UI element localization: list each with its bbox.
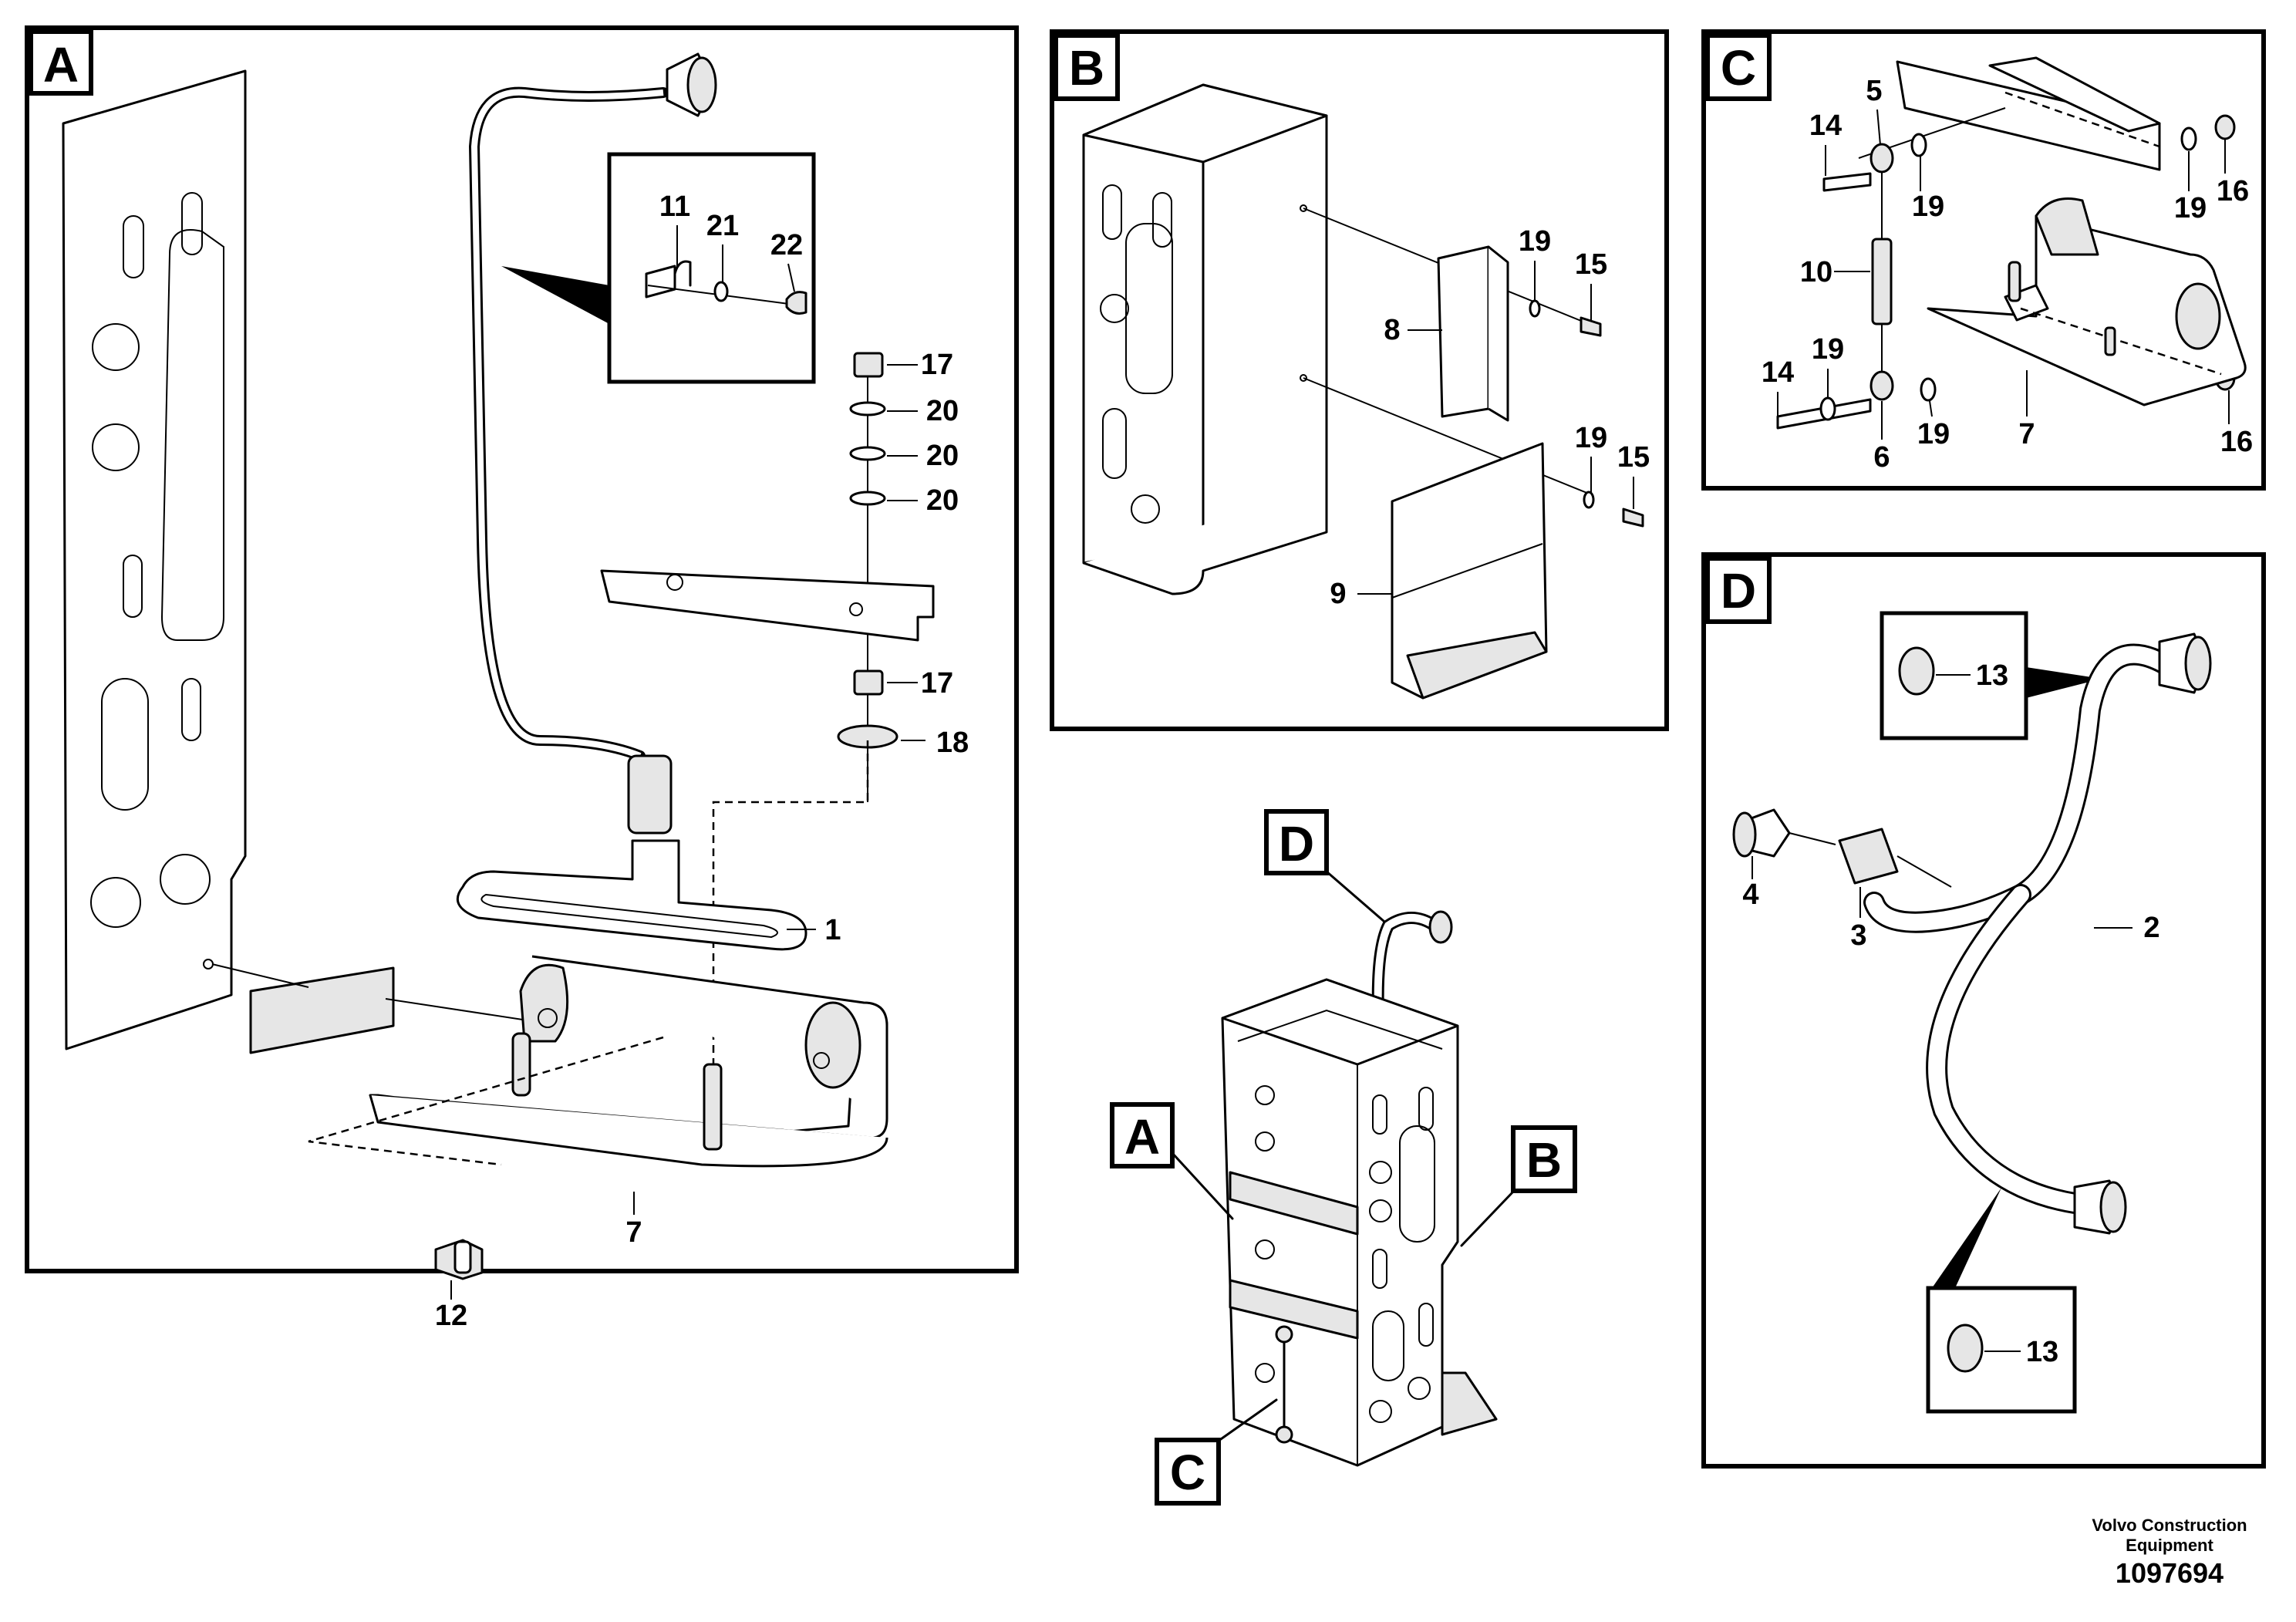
callout-19c: 19 xyxy=(1812,333,1844,366)
panel-d: D 13 2 4 3 xyxy=(1701,552,2266,1469)
tray: 7 xyxy=(308,955,888,1249)
callout-8: 8 xyxy=(1384,314,1400,346)
callout-19a: 19 xyxy=(1912,191,1944,223)
footer-drawing-number: 1097694 xyxy=(2116,1557,2224,1589)
callout-14a: 14 xyxy=(1809,110,1842,142)
overview-assembly xyxy=(1221,910,1498,1467)
svg-text:A: A xyxy=(1124,1109,1160,1165)
callout-5: 5 xyxy=(1866,75,1882,107)
callout-19b: 19 xyxy=(2174,192,2207,224)
callout-3: 3 xyxy=(1850,919,1866,952)
callout-19d: 19 xyxy=(1917,418,1950,450)
callout-20b: 20 xyxy=(926,440,959,472)
housing-b xyxy=(1082,83,1328,595)
heating-element: 1 xyxy=(456,839,841,951)
detail-inset: 11 21 22 xyxy=(501,152,816,384)
callout-15b: 15 xyxy=(1617,441,1650,474)
connector-4 xyxy=(1732,808,1836,858)
panel-d-tag xyxy=(1705,556,1772,624)
callout-16b: 16 xyxy=(2220,426,2253,458)
callout-7: 7 xyxy=(625,1216,642,1249)
callout-17a: 17 xyxy=(921,349,953,381)
bolt-12: 12 xyxy=(434,1239,484,1332)
callout-16a: 16 xyxy=(2217,175,2249,207)
tray-c xyxy=(1927,214,2247,406)
panel-a-tag xyxy=(29,29,93,96)
bracket xyxy=(600,569,935,642)
callout-7: 7 xyxy=(2018,418,2035,450)
callout-6: 6 xyxy=(1873,441,1890,474)
callout-22: 22 xyxy=(770,229,803,261)
callout-10: 10 xyxy=(1800,256,1832,288)
footer-company-line1: Volvo Construction xyxy=(2092,1516,2247,1535)
panel-a-letter: A xyxy=(43,37,79,93)
overview-tag-d: D xyxy=(1264,809,1386,923)
callout-13a: 13 xyxy=(1976,659,2008,692)
callout-19b: 19 xyxy=(1575,422,1607,454)
bracket-8 xyxy=(1437,245,1490,418)
footer: Volvo Construction Equipment 1097694 xyxy=(2092,1516,2247,1589)
callout-17b: 17 xyxy=(921,667,953,700)
back-plate xyxy=(62,69,247,1050)
callout-19a: 19 xyxy=(1519,225,1551,258)
panel-b-letter: B xyxy=(1069,40,1104,96)
callout-20c: 20 xyxy=(926,484,959,517)
pad xyxy=(249,966,395,1054)
callout-18: 18 xyxy=(936,727,969,759)
panel-a: A xyxy=(25,25,1019,1332)
callout-11: 11 xyxy=(659,191,690,223)
callout-1: 1 xyxy=(824,914,841,946)
callout-21: 21 xyxy=(706,210,739,242)
callout-9: 9 xyxy=(1330,578,1346,610)
footer-company-line2: Equipment xyxy=(2126,1536,2213,1555)
svg-text:C: C xyxy=(1170,1445,1205,1500)
panel-c: C 14 5 19 19 16 1 xyxy=(1701,29,2266,491)
panel-b-tag xyxy=(1054,33,1120,101)
callout-15a: 15 xyxy=(1575,248,1607,281)
svg-text:B: B xyxy=(1526,1132,1562,1188)
overview-tag-b: B xyxy=(1460,1125,1577,1247)
callout-20a: 20 xyxy=(926,395,959,427)
svg-text:D: D xyxy=(1279,816,1314,872)
sleeve-3 xyxy=(1838,828,1899,885)
overview-tag-a: A xyxy=(1110,1102,1234,1220)
panel-d-letter: D xyxy=(1721,563,1756,619)
callout-2: 2 xyxy=(2143,912,2159,944)
panel-b: B 8 19 15 9 xyxy=(1050,29,1669,731)
callout-13b: 13 xyxy=(2026,1336,2058,1368)
overview-tag-c: C xyxy=(1155,1398,1278,1506)
panel-c-tag xyxy=(1705,33,1772,101)
callout-14b: 14 xyxy=(1762,356,1794,389)
callout-4: 4 xyxy=(1742,878,1758,911)
callout-12: 12 xyxy=(435,1300,467,1332)
panel-c-letter: C xyxy=(1721,40,1756,96)
cable-1 xyxy=(469,52,717,835)
